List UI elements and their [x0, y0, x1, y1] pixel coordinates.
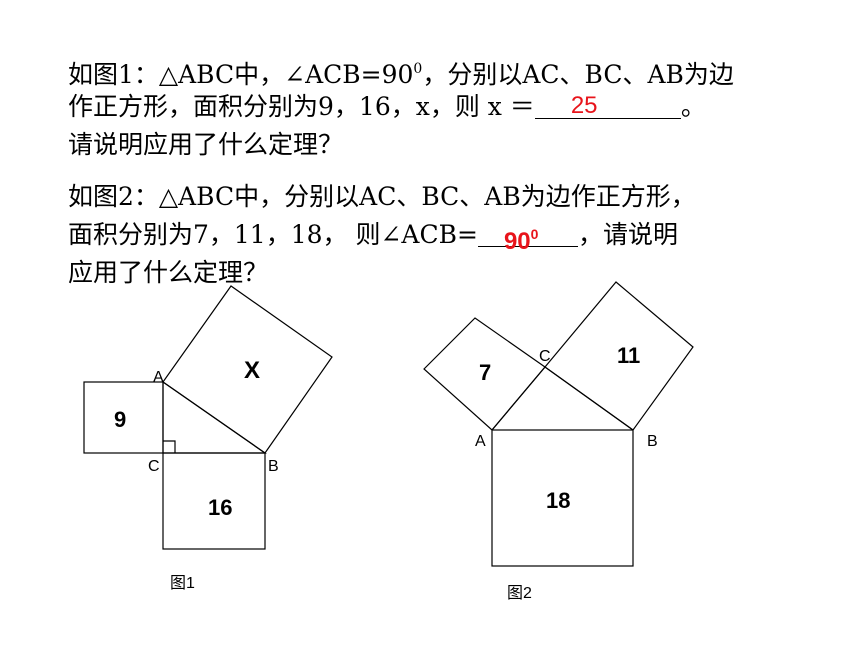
fig1-label-9: 9: [114, 407, 126, 432]
fig2-vertex-a: A: [475, 433, 486, 450]
fig1-triangle: [162, 381, 267, 454]
q2-line3: 应用了什么定理？: [68, 258, 269, 287]
fig1-vertex-a: A: [153, 369, 164, 386]
question-2: 如图2：△ABC中，分别以AC、BC、AB为边作正方形， 面积分别为7，11，1…: [68, 178, 696, 292]
fig1-vertex-b: B: [268, 458, 279, 475]
q2-line2: 面积分别为7，11，18， 则∠ACB=: [68, 220, 478, 249]
q1-line2-tail: 。: [680, 92, 706, 121]
fig1-vertex-c: C: [148, 458, 160, 475]
fig2-label-7: 7: [479, 360, 491, 385]
fig1-right-angle-mark: [163, 440, 176, 453]
q1-line3: 请说明应用了什么定理？: [68, 130, 344, 159]
question-1: 如图1：△ABC中，∠ACB=900，分别以AC、BC、AB为边 作正方形，面积…: [68, 50, 734, 164]
q1-degree-sup: 0: [413, 61, 423, 77]
figure-1: [83, 285, 333, 550]
q2-line1: 如图2：△ABC中，分别以AC、BC、AB为边作正方形，: [68, 182, 696, 211]
fig1-caption: 图1: [170, 575, 195, 592]
fig2-vertex-c: C: [539, 348, 551, 365]
fig2-caption: 图2: [507, 585, 532, 602]
q2-answer-blank[interactable]: 900: [477, 218, 578, 255]
q2-line2-tail: ，请说明: [577, 220, 678, 249]
fig2-triangle: [491, 366, 634, 431]
fig1-label-16: 16: [208, 495, 232, 520]
q1-line1-tail: ，分别以AC、BC、AB为边: [422, 60, 734, 89]
q1-answer: 25: [570, 92, 598, 119]
q2-answer-value: 90: [503, 228, 531, 255]
q1-answer-blank[interactable]: 25: [534, 90, 681, 119]
fig2-label-18: 18: [546, 488, 570, 513]
q2-answer-sup: 0: [530, 226, 539, 242]
fig1-label-x: X: [244, 357, 260, 384]
fig2-square-18: [491, 429, 634, 567]
fig2-label-11: 11: [617, 343, 640, 368]
q1-line2: 作正方形，面积分别为9，16，x，则 x ＝: [68, 92, 535, 121]
q2-answer: 900: [504, 215, 539, 261]
q1-line1: 如图1：△ABC中，∠ACB=90: [68, 60, 414, 89]
figure-2: [423, 281, 694, 567]
fig2-vertex-b: B: [647, 433, 658, 450]
